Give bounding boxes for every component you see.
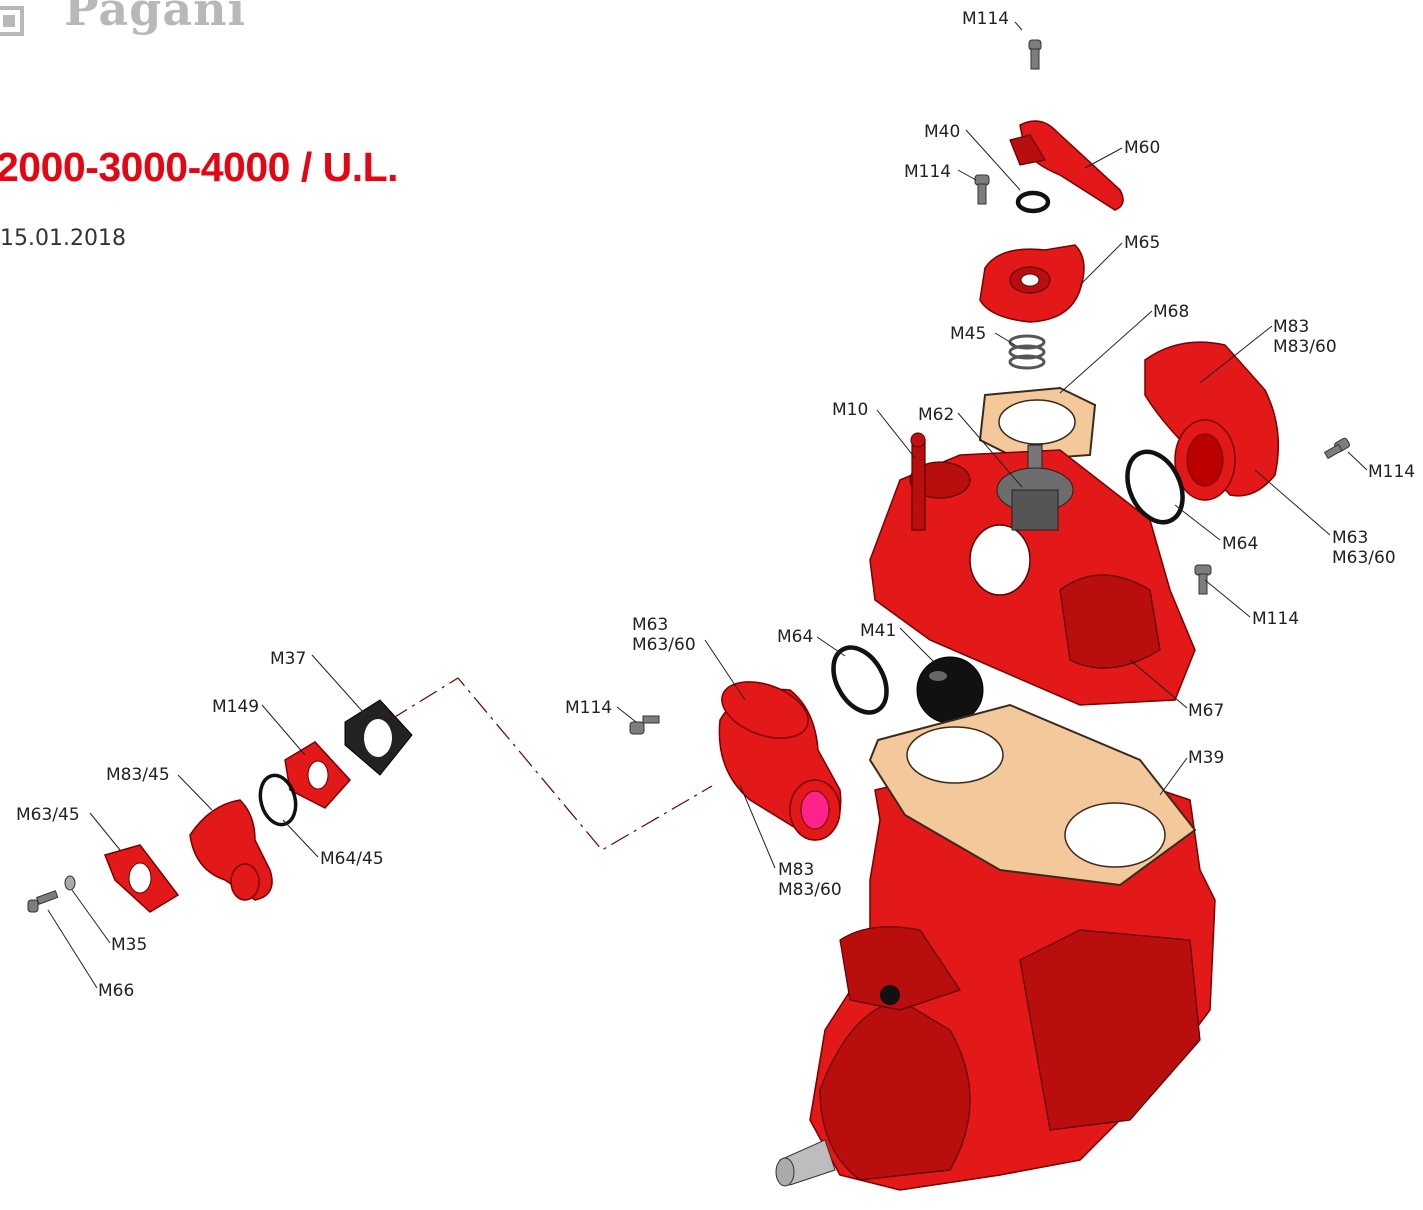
bolt-m114-mid-part bbox=[1194, 564, 1212, 595]
ball-m41-part bbox=[916, 656, 984, 724]
spring-m45-part bbox=[1008, 334, 1046, 370]
label-m63-left: M63 bbox=[632, 615, 668, 635]
label-m149: M149 bbox=[212, 697, 259, 717]
label-m60: M60 bbox=[1124, 138, 1160, 158]
page-title: 2000-3000-4000 / U.L. bbox=[0, 144, 399, 190]
assembly-axis-line bbox=[389, 677, 713, 851]
label-m10: M10 bbox=[832, 400, 868, 420]
gasket-m39-part bbox=[868, 703, 1197, 887]
elbow-m83-45-part bbox=[189, 799, 273, 901]
label-m83-60-right: M83/60 bbox=[1273, 337, 1337, 357]
label-m41: M41 bbox=[860, 621, 896, 641]
ball-highlight-part bbox=[929, 671, 947, 681]
label-m64-left: M64 bbox=[777, 627, 813, 647]
label-m37: M37 bbox=[270, 649, 306, 669]
label-m114-top: M114 bbox=[962, 9, 1009, 29]
lever-m60-part bbox=[1009, 120, 1124, 211]
valve-housing-part bbox=[869, 432, 1196, 706]
label-m63-60-left: M63/60 bbox=[632, 635, 696, 655]
bolt-m114-right-part bbox=[1323, 437, 1350, 460]
label-m114-left: M114 bbox=[565, 698, 612, 718]
label-m65: M65 bbox=[1124, 233, 1160, 253]
oring-m40-part bbox=[1015, 190, 1051, 214]
bolt-m114-lever-part bbox=[974, 174, 990, 205]
part-labels: M114 M40 M60 M114 M65 M68 M45 M83 M83/60… bbox=[16, 9, 1415, 1001]
label-m83-right: M83 bbox=[1273, 317, 1309, 337]
label-m39: M39 bbox=[1188, 748, 1224, 768]
washer-m35-part bbox=[64, 875, 76, 891]
bolt-m114-top-part bbox=[1028, 39, 1042, 70]
label-m64-right: M64 bbox=[1222, 534, 1258, 554]
label-m66: M66 bbox=[98, 981, 134, 1001]
cover-m65-part bbox=[979, 244, 1085, 323]
elbow-m83-left-part bbox=[718, 681, 842, 841]
label-m67: M67 bbox=[1188, 701, 1224, 721]
label-m40: M40 bbox=[924, 122, 960, 142]
bolt-m114-left-part bbox=[629, 715, 660, 735]
bolt-m66-part bbox=[27, 890, 59, 913]
label-m63-45: M63/45 bbox=[16, 805, 80, 825]
label-m83-45: M83/45 bbox=[106, 765, 170, 785]
gasket-m37-part bbox=[344, 699, 413, 776]
document-date: 15.01.2018 bbox=[0, 226, 126, 251]
label-m68: M68 bbox=[1153, 302, 1189, 322]
label-m63-right: M63 bbox=[1332, 528, 1368, 548]
valve-m62-part bbox=[996, 444, 1074, 531]
elbow-m83-right-part bbox=[1144, 341, 1280, 501]
label-m114-right: M114 bbox=[1368, 462, 1415, 482]
label-m62: M62 bbox=[918, 405, 954, 425]
label-m83-60-left: M83/60 bbox=[778, 880, 842, 900]
label-m83-left: M83 bbox=[778, 860, 814, 880]
gasket-m68-part bbox=[978, 386, 1097, 462]
label-m64-45: M64/45 bbox=[320, 849, 384, 869]
shaft-part bbox=[775, 1139, 836, 1187]
oring-m64-left-part bbox=[831, 645, 889, 715]
flange-m63-45-part bbox=[103, 844, 180, 913]
brand-header: Pagani bbox=[0, 0, 280, 42]
label-m114-lever: M114 bbox=[904, 162, 951, 182]
label-m35: M35 bbox=[111, 935, 147, 955]
oring-m64-45-part bbox=[258, 773, 298, 827]
brand-name: Pagani bbox=[64, 0, 247, 36]
brand-logo-icon bbox=[0, 6, 24, 36]
oring-m64-right-part bbox=[1125, 449, 1185, 525]
label-m114-mid: M114 bbox=[1252, 609, 1299, 629]
label-m63-60-right: M63/60 bbox=[1332, 548, 1396, 568]
label-m45: M45 bbox=[950, 324, 986, 344]
leader-lines bbox=[47, 21, 1368, 989]
